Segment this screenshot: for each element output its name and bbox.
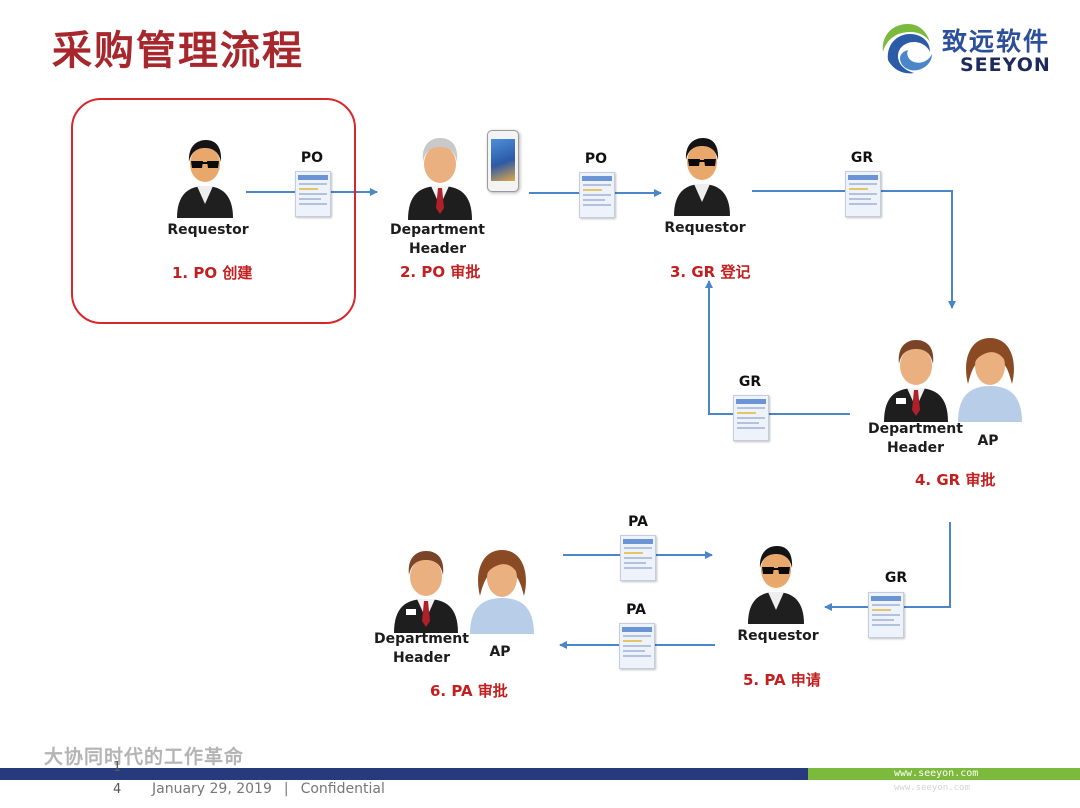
person-label: Requestor — [664, 220, 746, 236]
document-label: GR — [884, 570, 908, 586]
document-label: PA — [626, 602, 646, 618]
document-label: PA — [628, 514, 648, 530]
footer-info: January 29, 2019 | Confidential — [152, 781, 385, 797]
step-label: 1. PO 创建 — [172, 264, 253, 282]
logo-text-cn: 致远软件 — [942, 27, 1051, 56]
step-label: 3. GR 登记 — [670, 263, 751, 281]
seeyon-logo: 致远软件 SEEYON — [878, 16, 1058, 86]
footer-separator: | — [283, 781, 289, 797]
footer-date: January 29, 2019 — [152, 781, 272, 797]
smartphone-icon — [487, 130, 519, 192]
department-header-person-icon — [394, 551, 458, 633]
department-header-person-icon — [408, 138, 472, 220]
person-label: AP — [977, 433, 999, 449]
page-number-digit: 4 — [113, 782, 122, 797]
footer-band — [0, 768, 808, 780]
arrow-4-to-3 — [705, 280, 850, 415]
requestor-person-icon — [748, 546, 804, 624]
po-document-icon — [579, 172, 615, 218]
person-label: Department Header — [374, 631, 469, 666]
document-label: GR — [738, 374, 762, 390]
ap-person-icon — [958, 338, 1022, 422]
gr-document-icon — [733, 395, 769, 441]
page-number-digit: 1 — [113, 760, 122, 775]
arrow-4-to-5 — [824, 522, 951, 611]
ap-person-icon — [470, 550, 534, 634]
requestor-person-icon — [674, 138, 730, 216]
document-label: GR — [850, 150, 874, 166]
step-label: 6. PA 审批 — [430, 682, 508, 700]
footer-confidential: Confidential — [300, 781, 385, 797]
person-label: Department Header — [390, 222, 485, 257]
logo-text-en: SEEYON — [960, 54, 1051, 76]
slogan-text: 大协同时代的工作革命 — [44, 746, 245, 768]
step-label: 5. PA 申请 — [743, 671, 821, 689]
footer-band-accent — [808, 768, 1080, 780]
person-label: Department Header — [868, 421, 963, 456]
step-label: 4. GR 审批 — [915, 471, 996, 489]
step1-highlight-box — [71, 98, 356, 324]
document-label: PO — [584, 151, 608, 167]
department-header-person-icon — [884, 340, 948, 422]
seeyon-swirl-icon — [882, 24, 932, 74]
footer-url-shadow: www.seeyon.com — [894, 783, 970, 793]
gr-document-icon — [845, 171, 881, 217]
footer-url: www.seeyon.com — [894, 768, 979, 779]
person-label: Requestor — [167, 222, 249, 238]
requestor-person-icon — [177, 140, 233, 218]
document-label: PO — [300, 150, 324, 166]
pa-document-icon — [620, 535, 656, 581]
page-title: 采购管理流程 — [52, 28, 304, 74]
person-label: Requestor — [737, 628, 819, 644]
po-document-icon — [295, 171, 331, 217]
arrow-3-to-4 — [752, 190, 956, 309]
pa-document-icon — [619, 623, 655, 669]
step-label: 2. PO 审批 — [400, 263, 481, 281]
person-label: AP — [489, 644, 511, 660]
gr-document-icon — [868, 592, 904, 638]
